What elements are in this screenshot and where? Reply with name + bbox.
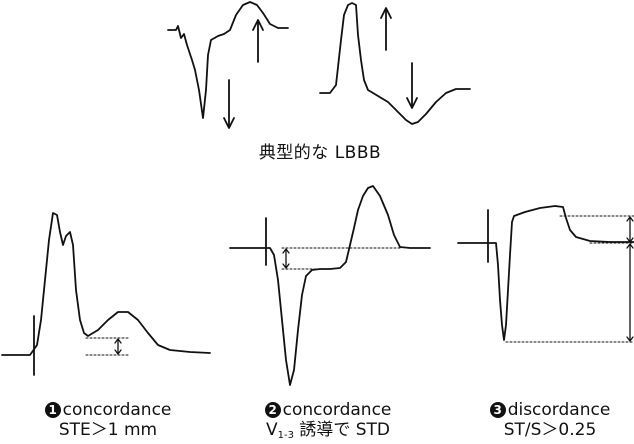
- criterion-name: concordance: [282, 400, 392, 420]
- ecg-trace: [229, 185, 431, 386]
- criterion-name: discordance: [507, 400, 611, 420]
- criterion-1-diagram: [1, 212, 211, 376]
- criterion-detail: V1-3 誘導で STD: [265, 420, 391, 441]
- typical-lbbb-complex-left: [167, 1, 289, 129]
- criterion-detail: STE＞1 mm: [58, 420, 158, 440]
- criterion-3-diagram: [457, 205, 634, 343]
- number-badge: 2: [264, 402, 281, 418]
- measurement-arrow: [114, 338, 122, 355]
- down-arrow: [406, 62, 418, 109]
- figure-title: 典型的な LBBB: [258, 143, 382, 163]
- number-badge: 3: [489, 402, 506, 418]
- measurement-arrow: [282, 248, 290, 269]
- criterion-detail: ST/S＞0.25: [503, 420, 597, 440]
- ecg-trace: [167, 1, 289, 119]
- ecg-trace: [319, 2, 471, 125]
- number-badge: 1: [44, 402, 61, 418]
- criterion-2-diagram: [229, 185, 431, 386]
- up-arrow: [380, 7, 392, 51]
- criterion-name: concordance: [62, 400, 172, 420]
- st-measurement-arrow: [626, 216, 634, 243]
- typical-lbbb-complex-right: [319, 2, 471, 125]
- up-arrow: [252, 19, 264, 63]
- ecg-trace: [1, 212, 211, 356]
- s-wave-measurement-arrow: [626, 243, 634, 342]
- ecg-trace: [457, 205, 634, 341]
- down-arrow: [223, 79, 235, 129]
